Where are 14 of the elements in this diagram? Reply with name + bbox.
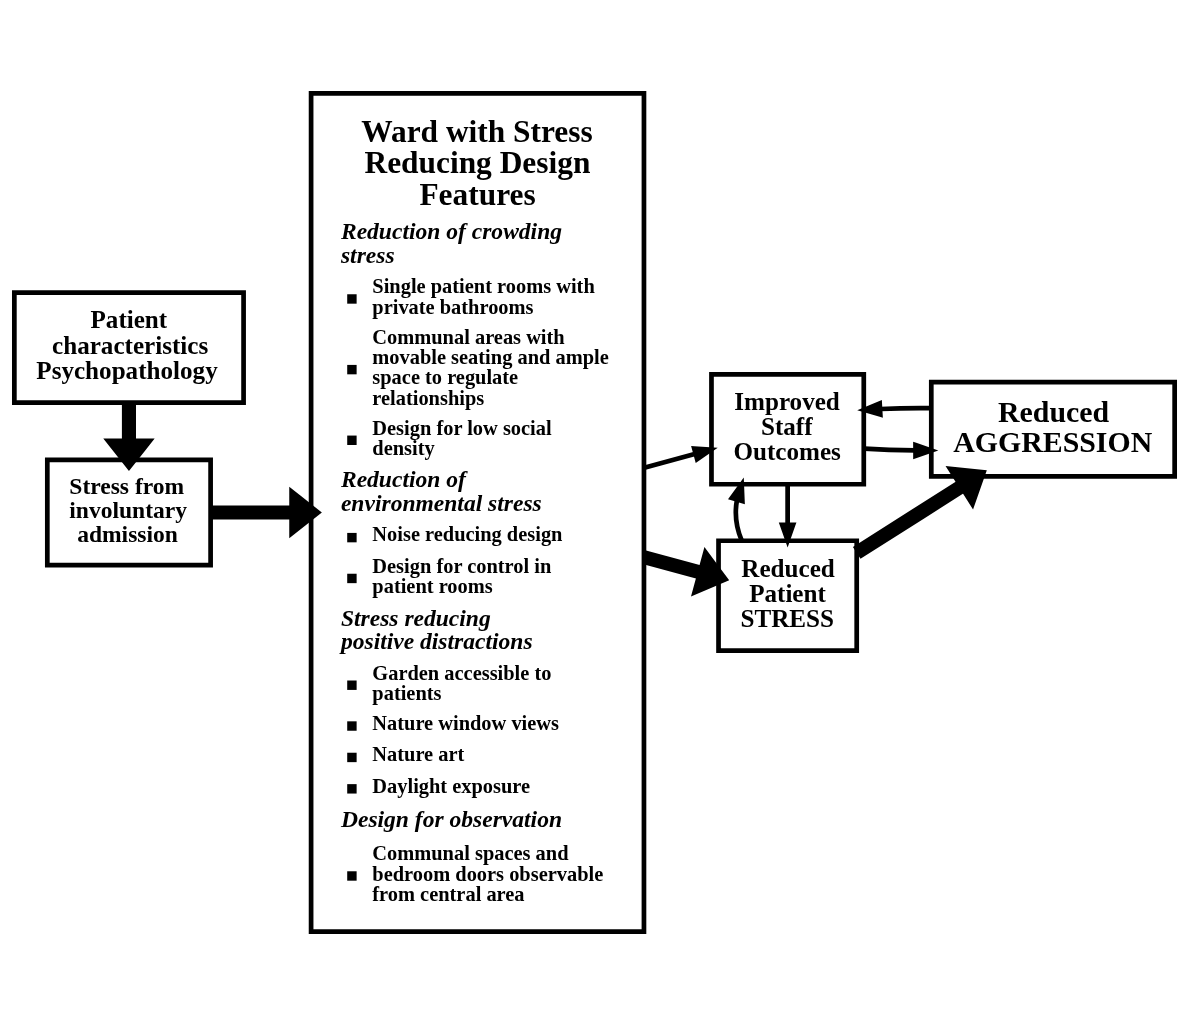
arrow [643, 445, 718, 470]
arrow [778, 484, 797, 548]
arrow [728, 477, 745, 542]
node-box: Reduced AGGRESSION [928, 379, 1177, 479]
node-box: Improved Staff Outcomes [709, 371, 867, 487]
arrow [857, 400, 932, 418]
arrow [852, 466, 987, 559]
arrow [103, 402, 155, 472]
node-box: Stress from involuntary admission [44, 457, 213, 568]
node-box: Patient characteristics Psychopathology [12, 290, 246, 405]
arrow [864, 441, 939, 460]
node-box: Ward with Stress Reducing Design Features Reduction of crowding stress Single patient rooms with private bathrooms Communal areas with movable seating and ample space to regulate relationships Design for low social density Reduction of environmental stress Noise reducing design Design for control in patient rooms Stress reducing positive distractions Garden accessible to patients Nature window views Nature art Daylight exposure Design for observation Communal spaces and bedroom doors observable from central area [308, 90, 647, 935]
arrow [210, 486, 322, 539]
node-box: Reduced Patient STRESS [716, 538, 860, 654]
